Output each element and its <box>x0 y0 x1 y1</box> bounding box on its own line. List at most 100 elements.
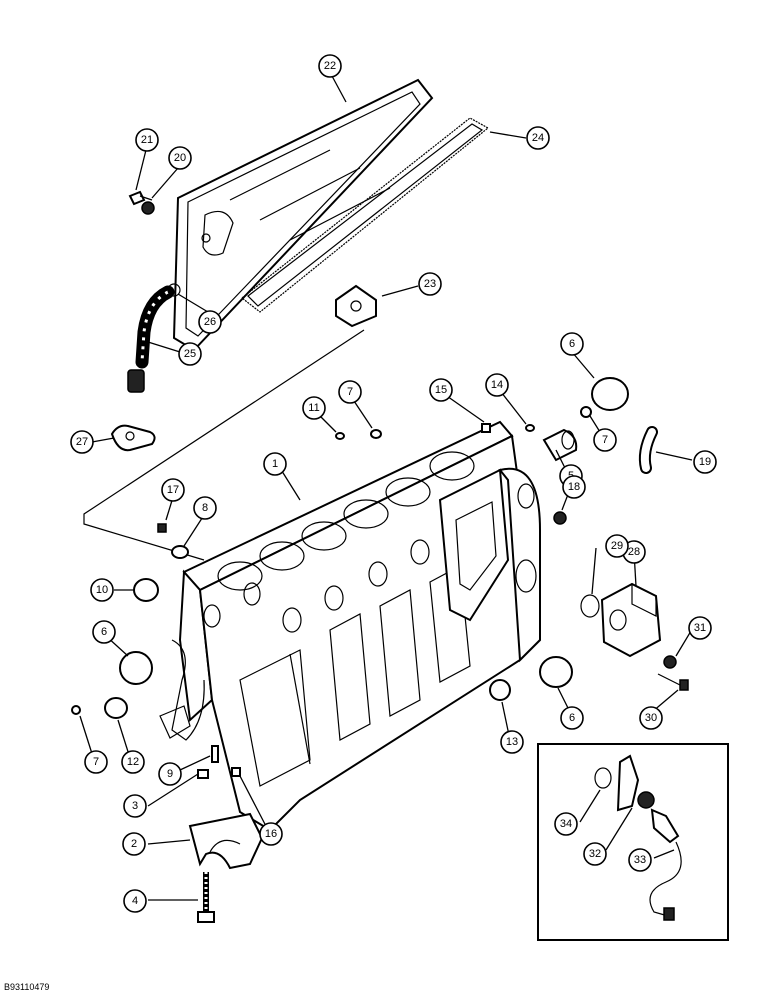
svg-text:6: 6 <box>101 626 107 638</box>
plug <box>525 424 535 432</box>
nut <box>663 655 677 669</box>
callout-7: 7 <box>593 428 617 452</box>
water-tube <box>638 426 658 474</box>
heater-cord <box>649 841 682 921</box>
svg-text:25: 25 <box>184 348 196 360</box>
svg-text:34: 34 <box>560 818 572 830</box>
callout-31: 31 <box>688 616 712 640</box>
callout-33: 33 <box>628 848 652 872</box>
callout-21: 21 <box>135 128 159 152</box>
callout-17: 17 <box>161 478 185 502</box>
svg-text:7: 7 <box>602 434 608 446</box>
tappet-cover <box>172 78 434 352</box>
svg-text:26: 26 <box>204 316 216 328</box>
svg-text:6: 6 <box>569 712 575 724</box>
svg-text:6: 6 <box>569 338 575 350</box>
svg-text:2: 2 <box>131 838 137 850</box>
svg-text:12: 12 <box>127 756 139 768</box>
svg-text:17: 17 <box>167 484 179 496</box>
svg-text:29: 29 <box>611 540 623 552</box>
svg-text:16: 16 <box>265 828 277 840</box>
expansion-plug <box>119 651 153 685</box>
svg-text:7: 7 <box>93 756 99 768</box>
svg-text:20: 20 <box>174 152 186 164</box>
figure-code: B93110479 <box>4 982 50 992</box>
callout-7: 7 <box>84 750 108 774</box>
svg-text:22: 22 <box>324 60 336 72</box>
callout-16: 16 <box>259 822 283 846</box>
callout-15: 15 <box>429 378 453 402</box>
callout-18: 18 <box>562 475 586 499</box>
callout-8: 8 <box>193 496 217 520</box>
svg-text:14: 14 <box>491 379 503 391</box>
svg-text:9: 9 <box>167 768 173 780</box>
callout-1: 1 <box>263 452 287 476</box>
svg-text:15: 15 <box>435 384 447 396</box>
dowel-pin <box>580 406 592 418</box>
sealing-washer <box>141 201 155 215</box>
callout-22: 22 <box>318 54 342 78</box>
camshaft-bushing <box>542 428 578 462</box>
callout-34: 34 <box>554 812 578 836</box>
callout-26: 26 <box>198 310 222 334</box>
svg-text:19: 19 <box>699 456 711 468</box>
svg-text:13: 13 <box>506 736 518 748</box>
svg-text:24: 24 <box>532 132 544 144</box>
o-ring <box>580 594 600 618</box>
callout-11: 11 <box>302 396 326 420</box>
svg-text:10: 10 <box>96 584 108 596</box>
callout-20: 20 <box>168 146 192 170</box>
svg-text:30: 30 <box>645 712 657 724</box>
callout-3: 3 <box>123 794 147 818</box>
expansion-plug <box>591 377 629 411</box>
cylinder-block <box>159 420 542 832</box>
svg-text:4: 4 <box>132 895 138 907</box>
callout-32: 32 <box>583 842 607 866</box>
thermostat-housing <box>600 582 662 658</box>
svg-text:18: 18 <box>568 481 580 493</box>
callout-19: 19 <box>693 450 717 474</box>
svg-text:8: 8 <box>202 502 208 514</box>
callout-24: 24 <box>526 126 550 150</box>
bushing <box>171 545 189 559</box>
expansion-plug-small <box>489 679 511 701</box>
nut <box>553 511 567 525</box>
o-ring <box>594 767 612 789</box>
cap-bolt <box>197 872 215 923</box>
callout-23: 23 <box>418 272 442 296</box>
dowel-pin <box>71 705 81 715</box>
bolt <box>157 523 167 533</box>
cover-bolt <box>128 190 153 206</box>
dowel-pin <box>335 432 345 440</box>
svg-text:32: 32 <box>589 848 601 860</box>
callout-7: 7 <box>338 380 362 404</box>
callout-10: 10 <box>90 578 114 602</box>
gasket-outline <box>83 329 365 561</box>
callout-13: 13 <box>500 730 524 754</box>
expansion-plug <box>539 656 573 688</box>
callout-9: 9 <box>158 762 182 786</box>
svg-text:11: 11 <box>308 402 319 414</box>
callout-2: 2 <box>122 832 146 856</box>
callout-30: 30 <box>639 706 663 730</box>
svg-text:7: 7 <box>347 386 353 398</box>
svg-text:1: 1 <box>272 458 278 470</box>
block-heater-inset <box>537 743 729 941</box>
svg-text:3: 3 <box>132 800 138 812</box>
svg-text:31: 31 <box>694 622 706 634</box>
block-heater <box>616 754 680 844</box>
main-bearing-cap <box>188 812 264 870</box>
callout-12: 12 <box>121 750 145 774</box>
plug <box>481 423 491 433</box>
tappet-cover-gasket <box>241 117 490 313</box>
stud <box>211 745 219 763</box>
callout-6: 6 <box>560 332 584 356</box>
svg-text:33: 33 <box>634 854 646 866</box>
svg-text:21: 21 <box>141 134 153 146</box>
breather-plate <box>335 284 377 328</box>
svg-text:28: 28 <box>628 546 640 558</box>
breather-hose <box>127 285 175 393</box>
plug <box>231 767 241 777</box>
callout-6: 6 <box>92 620 116 644</box>
